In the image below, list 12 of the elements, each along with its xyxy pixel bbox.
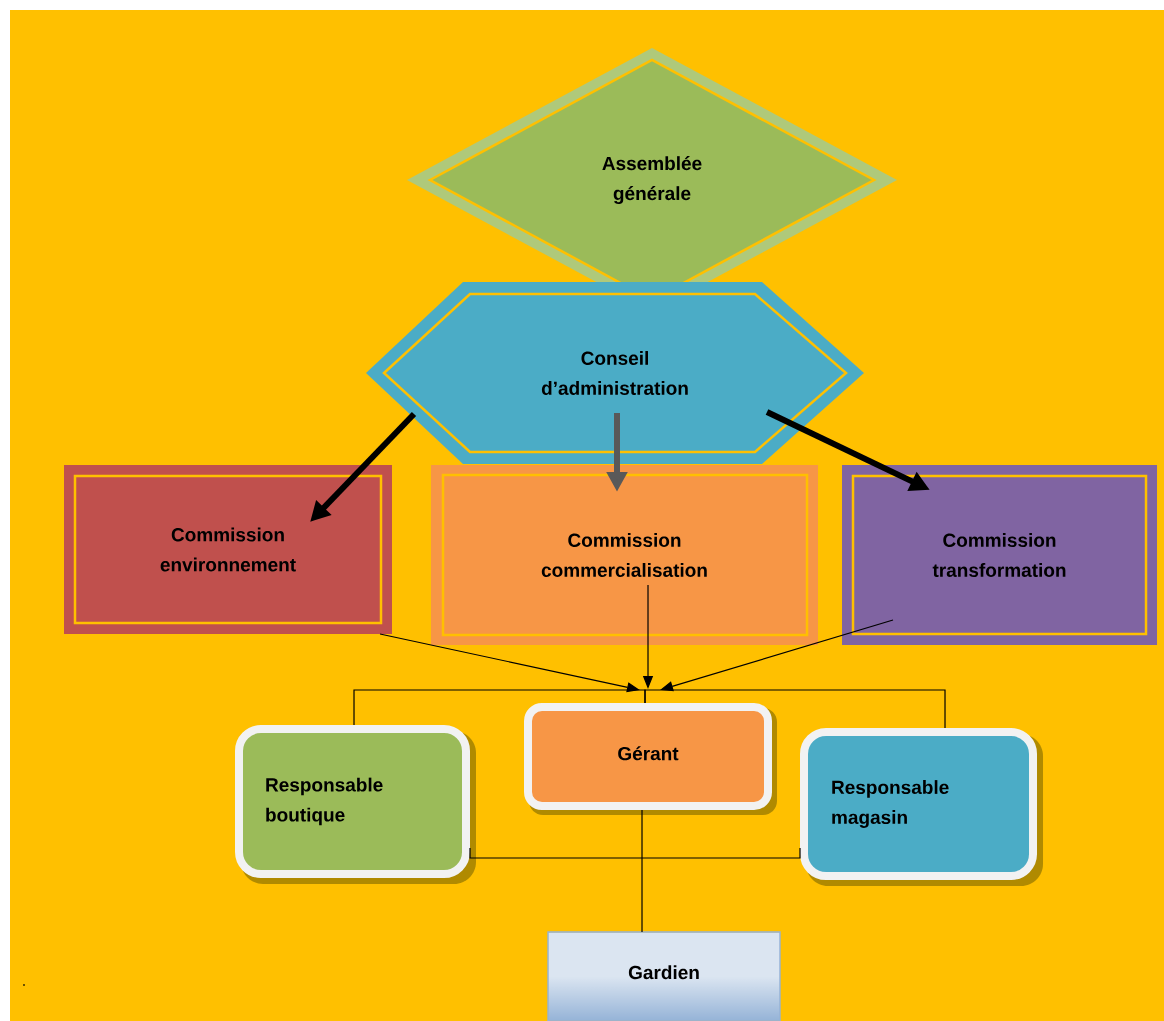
dot-mark: .	[23, 984, 25, 986]
connector-line	[469, 847, 801, 859]
connector-line	[644, 689, 946, 729]
commission-box: Commission transformation	[842, 465, 1157, 645]
commission-box: Commission environnement	[64, 465, 392, 634]
connector-line	[353, 689, 646, 726]
gradient-box: Gardien	[547, 931, 781, 1021]
rounded-box: Gérant	[524, 703, 777, 815]
rounded-box: Responsable boutique	[235, 725, 476, 884]
rounded-box: Responsable magasin	[800, 728, 1043, 886]
connector-line	[641, 809, 643, 933]
commission-box: Commission commercialisation	[431, 465, 818, 645]
